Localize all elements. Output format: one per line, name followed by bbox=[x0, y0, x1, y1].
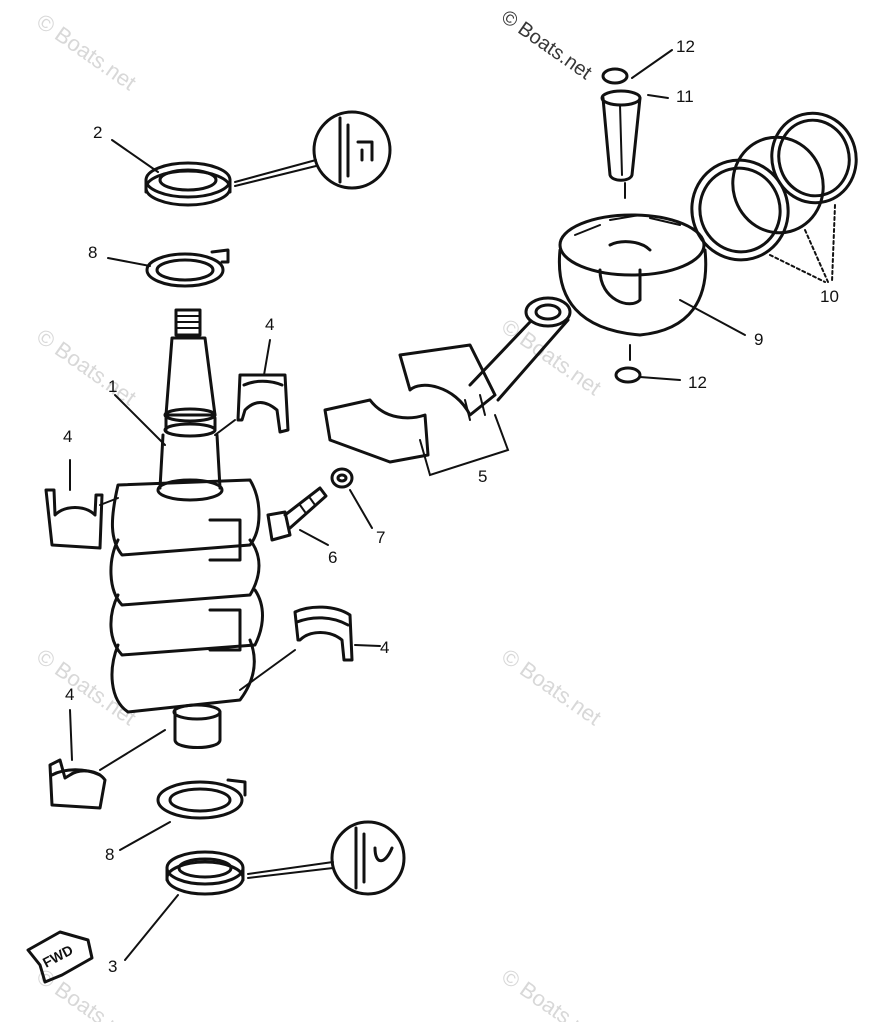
callout-4-d: 4 bbox=[65, 685, 74, 704]
piston-rings bbox=[690, 111, 858, 283]
oil-seal-top bbox=[144, 161, 232, 207]
connecting-rod bbox=[323, 296, 572, 464]
crankshaft bbox=[109, 308, 264, 749]
callout-11: 11 bbox=[676, 87, 694, 106]
callout-4-a: 4 bbox=[265, 315, 274, 334]
callout-1: 1 bbox=[108, 377, 117, 396]
oil-seal-bottom bbox=[165, 850, 245, 896]
bearing-shell-4 bbox=[48, 758, 107, 810]
clip-top bbox=[601, 67, 629, 85]
bearing-shell-3 bbox=[293, 605, 354, 662]
watermark-3: © Boats.net bbox=[32, 324, 141, 411]
callout-3: 3 bbox=[108, 957, 117, 976]
callout-labels: 1 2 8 4 4 4 4 8 3 5 6 7 9 10 11 12 12 bbox=[63, 37, 839, 976]
watermark-5: © Boats.net bbox=[32, 644, 141, 731]
callout-5: 5 bbox=[478, 467, 487, 486]
callout-4-c: 4 bbox=[380, 638, 389, 657]
callout-10: 10 bbox=[820, 287, 839, 306]
callout-12-bottom: 12 bbox=[688, 373, 707, 392]
bearing-ring-bottom bbox=[156, 778, 247, 820]
watermark-1: © Boats.net bbox=[32, 9, 141, 96]
callout-7: 7 bbox=[376, 528, 385, 547]
seal-detail-top bbox=[234, 110, 392, 190]
leader-lines bbox=[69, 49, 746, 961]
seal-detail-bottom bbox=[247, 820, 406, 896]
bearing-shell-1 bbox=[236, 373, 290, 434]
fwd-label: FWD bbox=[40, 942, 76, 971]
watermark-8: © Boats.net bbox=[497, 964, 606, 1022]
callout-6: 6 bbox=[328, 548, 337, 567]
piston-pin bbox=[600, 89, 642, 182]
callout-9: 9 bbox=[754, 330, 763, 349]
watermark-6: © Boats.net bbox=[497, 644, 606, 731]
bearing-ring-top bbox=[145, 248, 230, 288]
callout-8-bottom: 8 bbox=[105, 845, 114, 864]
callout-8-top: 8 bbox=[88, 243, 97, 262]
callout-4-b: 4 bbox=[63, 427, 72, 446]
watermark-2: © Boats.net bbox=[497, 6, 596, 84]
fwd-arrow-marker: FWD bbox=[26, 930, 94, 984]
callout-2: 2 bbox=[93, 123, 102, 142]
washer bbox=[330, 467, 354, 489]
bolt bbox=[266, 486, 328, 542]
piston bbox=[557, 182, 708, 361]
callout-12-top: 12 bbox=[676, 37, 695, 56]
watermark-7: © Boats.net bbox=[32, 964, 141, 1022]
clip-bottom bbox=[614, 366, 642, 384]
bearing-shell-2 bbox=[44, 488, 104, 550]
